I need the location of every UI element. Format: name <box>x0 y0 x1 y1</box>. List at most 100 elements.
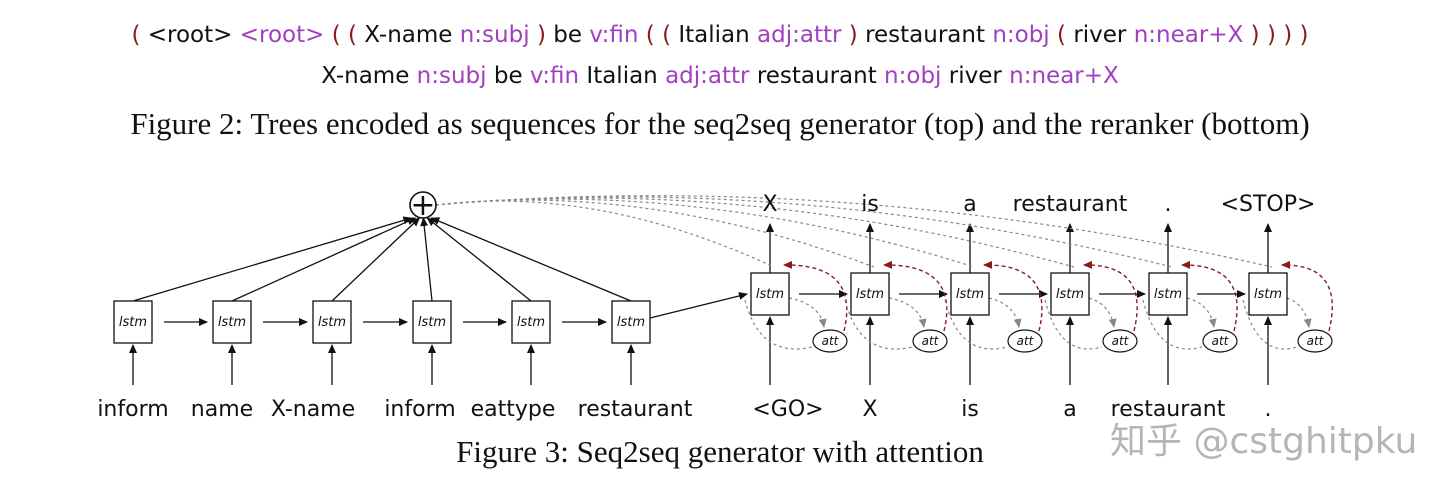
token: restaurant <box>865 22 985 48</box>
token: n:obj <box>992 22 1050 48</box>
combine-symbol: + <box>410 188 435 223</box>
attention-context-link <box>435 197 1075 268</box>
decoder-input-word: a <box>1063 397 1076 422</box>
lstm-label: lstm <box>218 315 246 330</box>
figure-2-caption: Figure 2: Trees encoded as sequences for… <box>130 106 1310 141</box>
token: v:fin <box>589 22 639 48</box>
token: ) <box>1266 22 1276 48</box>
token: ( <box>331 22 341 48</box>
attention-node <box>1102 329 1138 353</box>
figure-3-caption: Figure 3: Seq2seq generator with attenti… <box>456 434 984 469</box>
lstm-label: lstm <box>856 287 884 302</box>
token: ( <box>645 22 655 48</box>
token: ) <box>1299 22 1309 48</box>
encoder-input-word: name <box>191 397 253 422</box>
combine-node <box>409 191 437 219</box>
decoder-input-word: is <box>961 397 979 422</box>
encoder-to-decoder-arrow <box>649 292 748 319</box>
encoder-to-plus-arrow <box>231 217 417 302</box>
token: ) <box>1283 22 1293 48</box>
input-to-attention-curve <box>1242 299 1298 350</box>
token: X-name <box>364 22 453 48</box>
token: <root> <box>147 22 233 48</box>
lstm-label: lstm <box>318 315 346 330</box>
decoder-lstm-cell <box>750 272 790 316</box>
cell-to-attention-arrow <box>988 297 1022 328</box>
decoder-input-word: . <box>1265 397 1272 422</box>
encoder-to-plus-arrow <box>430 217 632 302</box>
token: river <box>1073 22 1127 48</box>
lstm-label: lstm <box>517 315 545 330</box>
attention-node <box>912 329 948 353</box>
lstm-label: lstm <box>119 315 147 330</box>
token: ( <box>347 22 357 48</box>
attention-to-cell-arrow <box>1083 260 1138 332</box>
encoder-to-plus-arrow <box>331 217 421 302</box>
token: be <box>493 63 523 89</box>
token: ) <box>1250 22 1260 48</box>
lstm-label: lstm <box>956 287 984 302</box>
cell-to-attention-arrow <box>788 297 827 328</box>
sequence-generator-top: ( <root> <root> ( ( X-name n:subj ) be v… <box>0 22 1440 48</box>
attention-context-link <box>435 195 1273 268</box>
input-to-attention-curve <box>744 299 813 350</box>
decoder-input-word: <GO> <box>752 397 823 422</box>
attention-node <box>812 329 848 353</box>
attention-label: att <box>822 334 840 348</box>
attention-node <box>1297 329 1333 353</box>
encoder-input-word: inform <box>384 397 455 422</box>
attention-context-link <box>435 200 775 268</box>
encoder-to-plus-arrow <box>420 217 433 302</box>
decoder-input-word: X <box>862 397 877 422</box>
attention-context-link <box>435 198 975 268</box>
cell-to-attention-arrow <box>888 297 927 328</box>
decoder-lstm-cell <box>1050 272 1090 316</box>
token: n:near+X <box>1133 22 1244 48</box>
attention-to-cell-arrow <box>1181 260 1238 332</box>
token: ( <box>662 22 672 48</box>
token: n:subj <box>459 22 530 48</box>
attention-label: att <box>1212 334 1230 348</box>
attention-to-cell-arrow <box>783 260 848 332</box>
token: X-name <box>321 63 410 89</box>
cell-to-attention-arrow <box>1088 297 1117 328</box>
encoder-input-word: inform <box>97 397 168 422</box>
input-to-attention-curve <box>944 299 1008 350</box>
token: ( <box>1057 22 1066 48</box>
token: river <box>948 63 1002 89</box>
encoder-lstm-cell <box>212 300 252 344</box>
decoder-output-word: a <box>963 192 976 217</box>
attention-to-cell-arrow <box>1281 260 1333 332</box>
attention-label: att <box>1017 334 1035 348</box>
attention-node <box>1007 329 1043 353</box>
watermark: 知乎 @cstghitpku <box>1110 421 1418 462</box>
lstm-label: lstm <box>1056 287 1084 302</box>
decoder-lstm-cell <box>1248 272 1288 316</box>
encoder-input-word: X-name <box>271 397 355 422</box>
cell-to-attention-arrow <box>1186 297 1217 328</box>
attention-label: att <box>1307 334 1325 348</box>
lstm-label: lstm <box>617 315 645 330</box>
encoder-to-plus-arrow <box>426 217 532 302</box>
encoder-input-word: eattype <box>471 397 556 422</box>
decoder-input-word: restaurant <box>1111 397 1226 422</box>
encoder-lstm-cell <box>412 300 452 344</box>
encoder-to-plus-arrow <box>132 216 413 302</box>
decoder-output-word: . <box>1165 192 1172 217</box>
decoder-lstm-cell <box>950 272 990 316</box>
lstm-label: lstm <box>418 315 446 330</box>
token: adj:attr <box>757 22 842 48</box>
encoder-input-word: restaurant <box>578 397 693 422</box>
token: n:obj <box>884 63 942 89</box>
attention-context-link <box>435 199 875 268</box>
cell-to-attention-arrow <box>1286 297 1312 328</box>
attention-to-cell-arrow <box>983 260 1043 332</box>
encoder-lstm-cell <box>511 300 551 344</box>
attention-to-cell-arrow <box>883 260 948 332</box>
attention-label: att <box>922 334 940 348</box>
token: v:fin <box>529 63 580 89</box>
token: ) <box>536 22 546 48</box>
decoder-lstm-cell <box>850 272 890 316</box>
decoder-output-word: X <box>762 192 777 217</box>
